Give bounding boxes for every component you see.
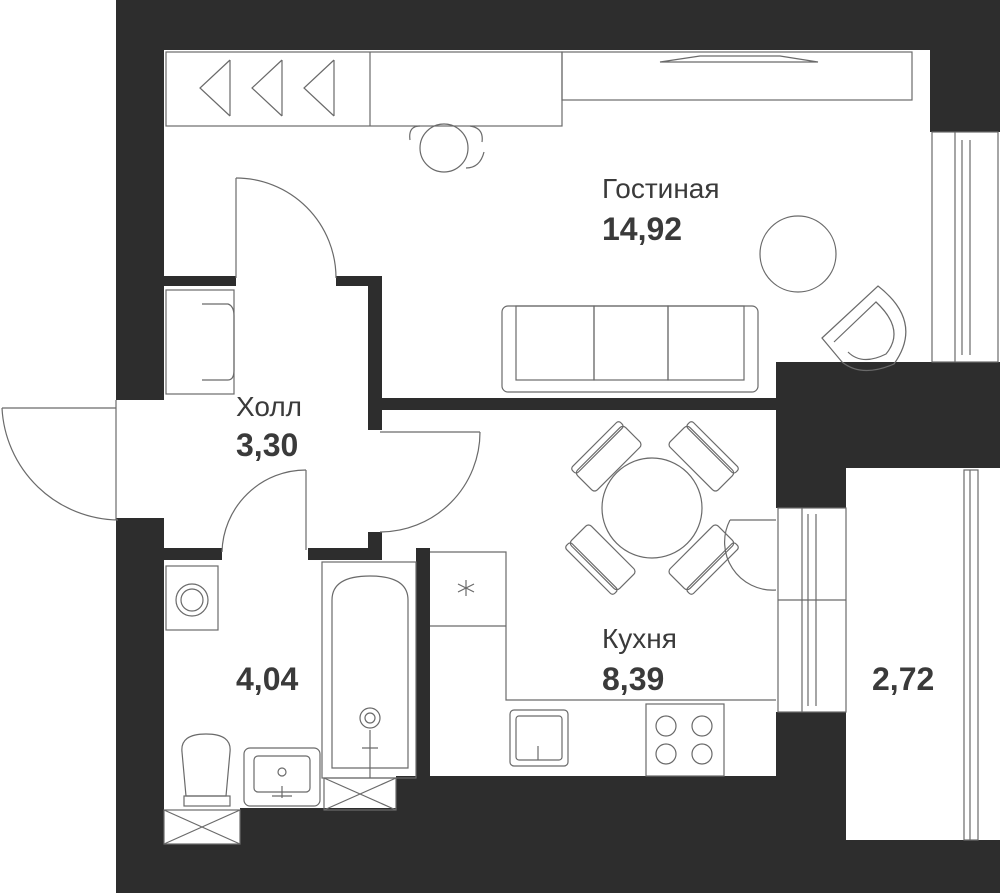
armchair — [821, 285, 907, 372]
wall-living-hall-right — [336, 276, 380, 286]
door-kitchen[interactable] — [379, 431, 481, 533]
dining-chairs — [565, 421, 739, 595]
wall-outer-top — [116, 0, 1000, 50]
wall-bottom-right — [846, 840, 1000, 893]
window-kitchen — [777, 507, 847, 713]
wall-hall-right — [368, 276, 382, 430]
walls — [116, 0, 1000, 893]
wall-hall-bath-right — [308, 548, 380, 560]
wall-outer-left-upper — [116, 0, 164, 400]
wall-hall-bath — [164, 548, 222, 560]
coffee-table — [759, 215, 837, 293]
wall-bottom-kitchen — [396, 776, 846, 893]
sofa — [501, 305, 759, 393]
wall-outer-right-upper — [930, 0, 1000, 132]
dining-table — [601, 457, 703, 559]
room-name-kitchen: Кухня — [602, 623, 677, 654]
toilet-vent — [163, 809, 241, 845]
hall-cabinet — [165, 289, 235, 395]
kitchen-sink — [509, 709, 569, 767]
window-living — [931, 131, 999, 363]
room-name-hall: Холл — [236, 391, 302, 422]
wardrobe — [165, 51, 563, 127]
room-area-kitchen: 8,39 — [602, 661, 664, 697]
door-bathroom[interactable] — [221, 469, 307, 553]
office-chair — [409, 123, 485, 173]
bathtub — [321, 561, 417, 779]
door-balcony[interactable] — [724, 519, 777, 591]
door-living[interactable] — [235, 177, 337, 279]
stove — [645, 703, 725, 777]
room-area-balcony: 2,72 — [872, 661, 934, 697]
wall-living-hall-upper — [164, 276, 236, 286]
room-name-living: Гостиная — [602, 173, 720, 204]
wall-kitchen-right-upper — [776, 400, 846, 508]
hanger-icon — [199, 59, 335, 117]
wall-kitchen-door-stub — [368, 532, 382, 560]
wall-outer-left-lower — [116, 518, 164, 893]
washing-machine — [165, 565, 219, 631]
entrance-door[interactable] — [1, 400, 119, 521]
snowflake-icon — [457, 580, 475, 596]
wall-living-kitchen — [368, 398, 780, 410]
balcony-floor — [846, 468, 972, 840]
wall-bath-kitchen — [416, 548, 430, 778]
room-area-living: 14,92 — [602, 211, 682, 247]
window-balcony — [963, 469, 979, 841]
tv-stand — [561, 51, 913, 101]
wall-bottom-bath — [240, 808, 400, 893]
toilet — [181, 733, 231, 807]
room-area-hall: 3,30 — [236, 427, 298, 463]
kitchen-counter — [430, 551, 776, 701]
bathtub-vent — [323, 777, 397, 811]
bathroom-sink — [243, 747, 321, 807]
room-area-bathroom: 4,04 — [236, 661, 298, 697]
